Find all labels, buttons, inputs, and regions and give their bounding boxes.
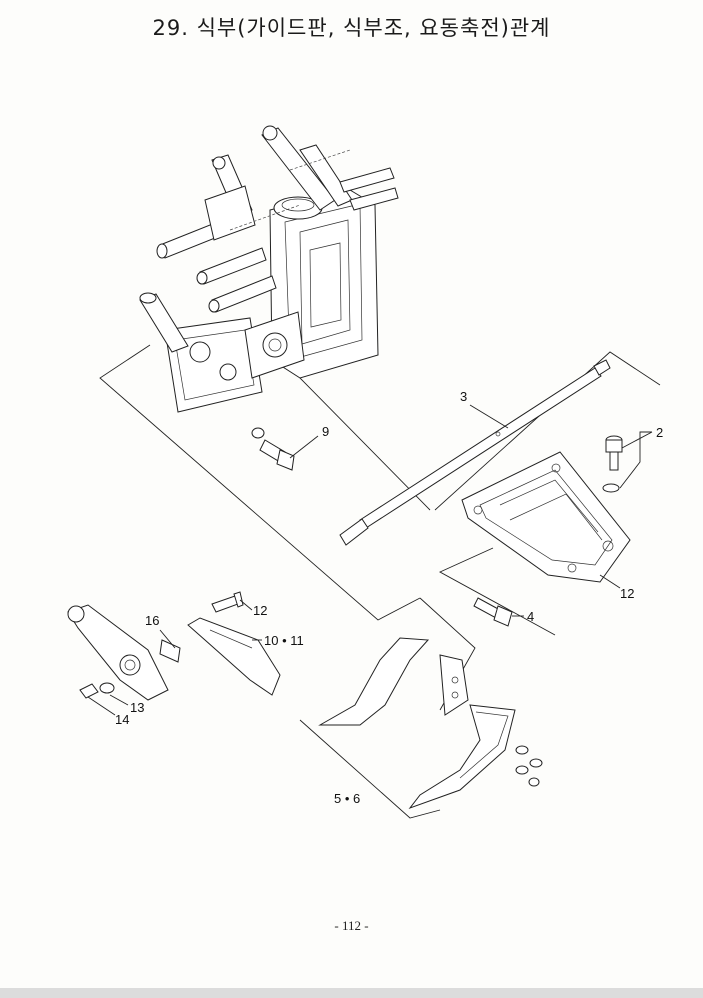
- shaft-part-3: [339, 359, 611, 546]
- callout-13: 13: [130, 700, 144, 715]
- callout-9: 9: [322, 424, 329, 439]
- callout-14: 14: [115, 712, 129, 727]
- lever-assembly: [67, 604, 181, 716]
- lever-plate-part-10-11: [187, 591, 281, 696]
- assembly-bracket-lines: [99, 344, 661, 636]
- callout-12-plate: 12: [620, 586, 634, 601]
- scan-edge: [0, 988, 703, 998]
- bolt-part-9: [251, 427, 319, 471]
- bolt-part-4: [473, 597, 524, 627]
- page-title: 29. 식부(가이드판, 식부조, 요동축전)관계: [152, 16, 551, 40]
- callout-3: 3: [460, 389, 467, 404]
- callout-10-11: 10 • 11: [264, 633, 304, 648]
- callout-5-6: 5 • 6: [334, 791, 360, 806]
- callout-12-bolt: 12: [253, 603, 267, 618]
- page-number: - 112 -: [334, 918, 369, 933]
- gearbox-housing: [139, 125, 399, 413]
- guide-plate-part-5-6: [299, 597, 543, 819]
- bolt-part-2: [602, 431, 653, 493]
- callout-4: 4: [527, 609, 534, 624]
- plate-part-12: [461, 451, 631, 589]
- callout-2: 2: [656, 425, 663, 440]
- callout-16: 16: [145, 613, 159, 628]
